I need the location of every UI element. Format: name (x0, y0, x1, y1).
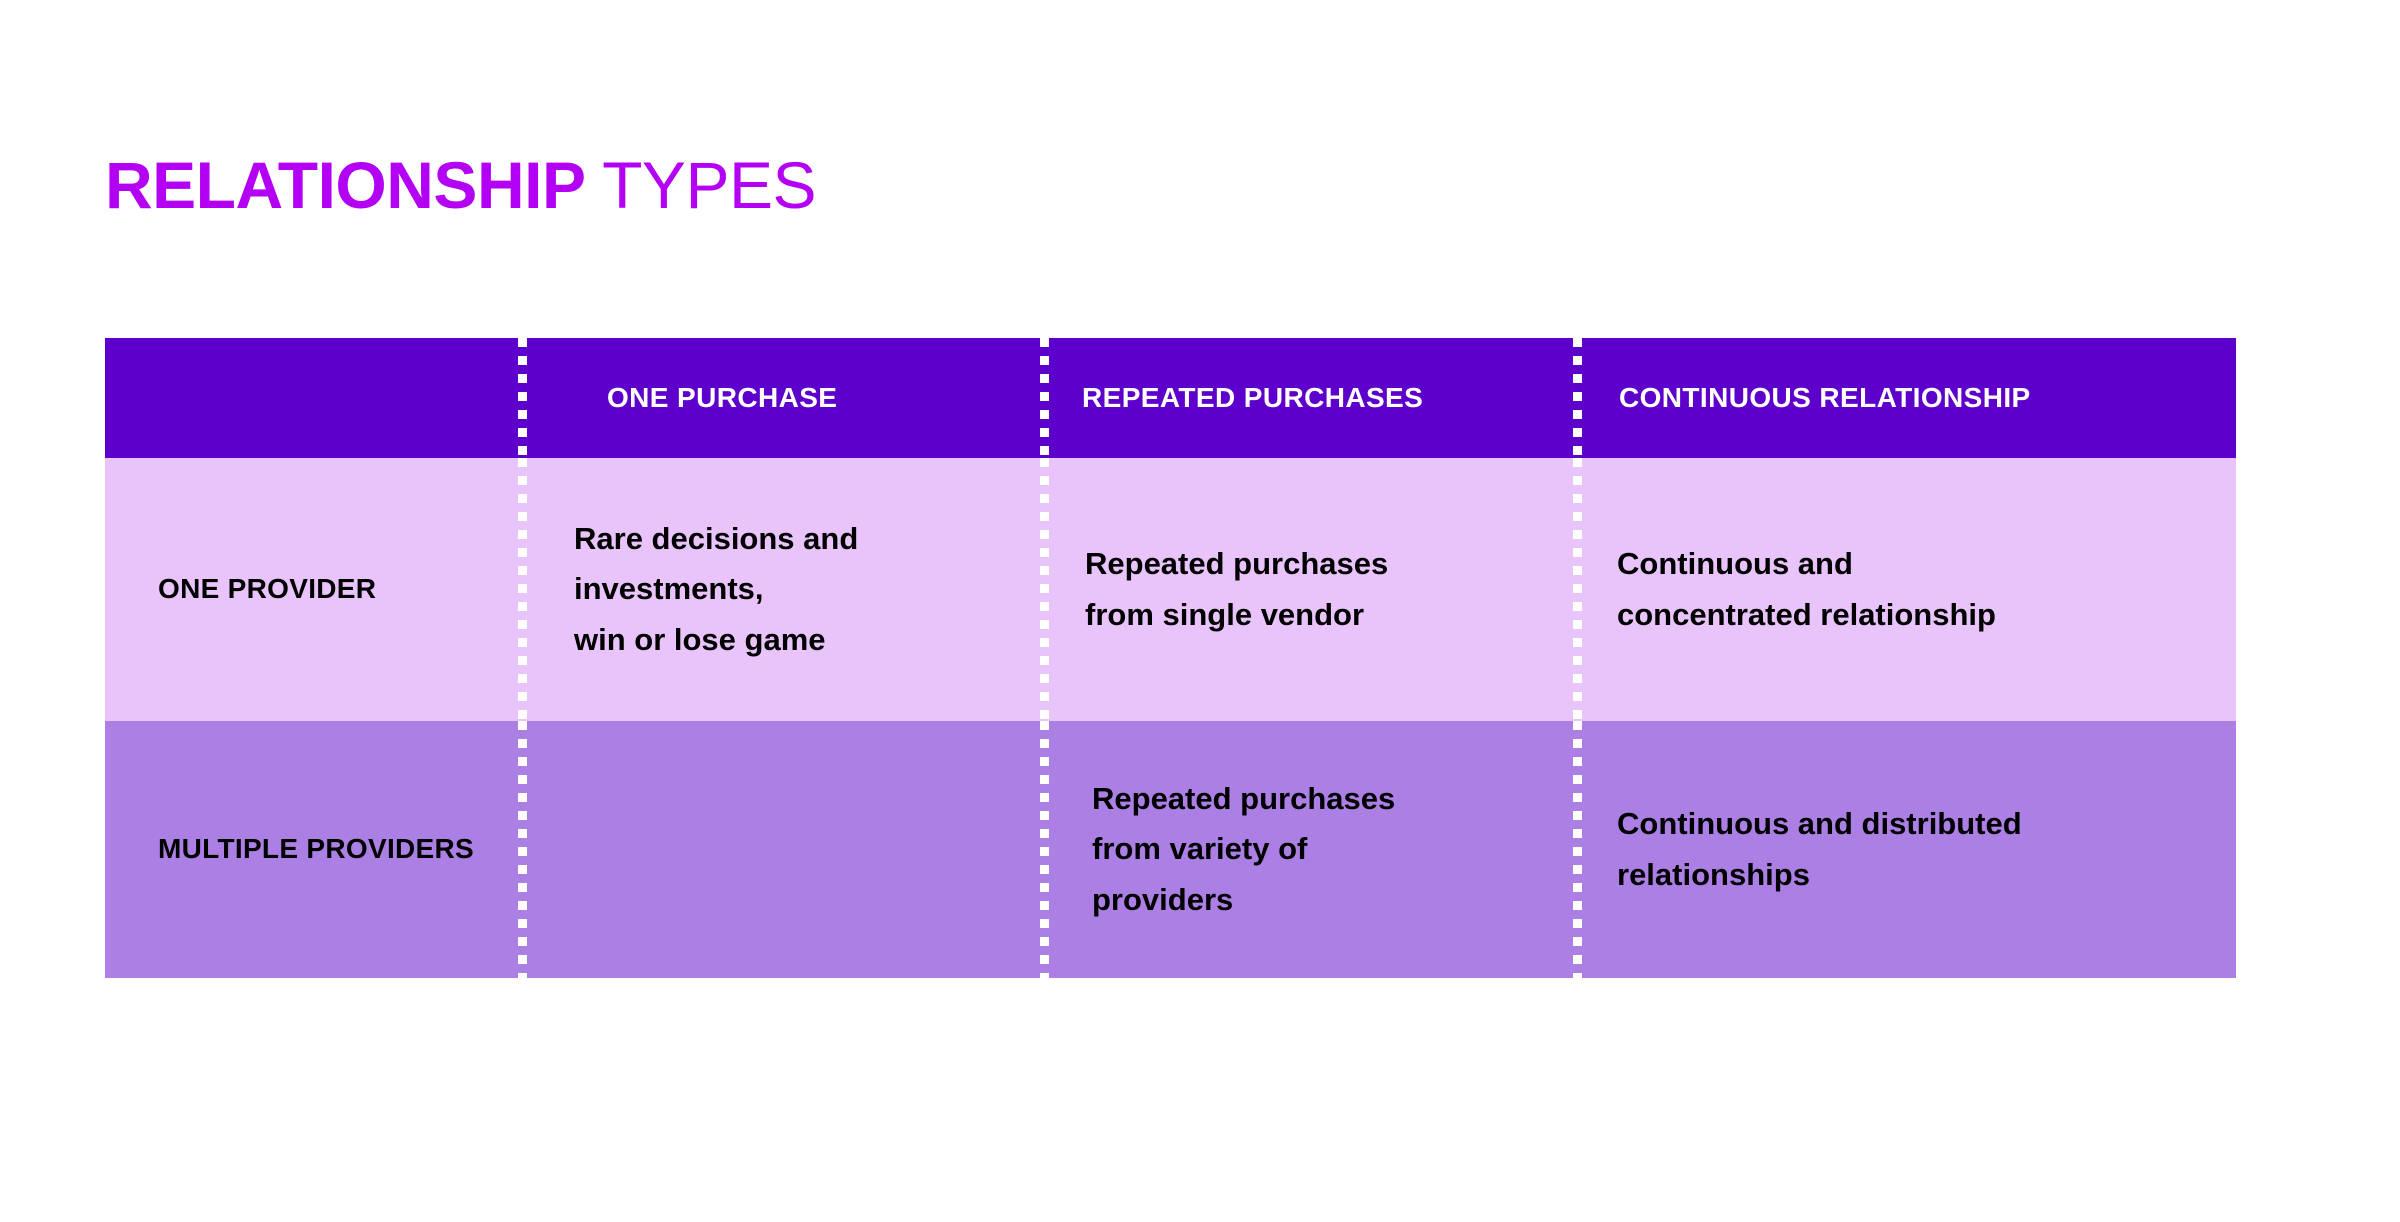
cell-text-line: concentrated relationship (1617, 596, 1996, 632)
cell-text-line: Repeated purchases (1092, 780, 1396, 816)
cell-text: Rare decisions and investments, win or l… (527, 514, 1040, 666)
cell-text-line: from variety of (1092, 831, 1308, 867)
matrix-cell-multiple-providers-one-purchase (518, 721, 1040, 978)
cell-text: Repeated purchases from variety of provi… (1049, 774, 1573, 926)
cell-text-line: Continuous and distributed (1617, 805, 2022, 841)
matrix-column-header-repeated-purchases: REPEATED PURCHASES (1040, 338, 1573, 458)
row-header-label: ONE PROVIDER (158, 573, 377, 605)
column-header-label: REPEATED PURCHASES (1082, 382, 1424, 414)
matrix-cell-one-provider-continuous-relationship: Continuous and concentrated relationship (1573, 458, 2236, 721)
cell-text-line: providers (1092, 881, 1234, 917)
matrix-cell-multiple-providers-continuous-relationship: Continuous and distributed relationships (1573, 721, 2236, 978)
cell-text-line: win or lose game (574, 621, 826, 657)
cell-text-line: relationships (1617, 856, 1810, 892)
cell-text-line: Repeated purchases (1085, 545, 1389, 581)
dashed-divider-icon (1040, 721, 1049, 978)
cell-text-line: investments, (574, 571, 764, 607)
page-title-strong: RELATIONSHIP (105, 148, 586, 222)
cell-text-line: Rare decisions and (574, 520, 859, 556)
dashed-divider-icon (1040, 458, 1049, 721)
page-title: RELATIONSHIP TYPES (105, 152, 817, 218)
dashed-divider-icon (1573, 338, 1582, 458)
matrix-cell-multiple-providers-repeated-purchases: Repeated purchases from variety of provi… (1040, 721, 1573, 978)
matrix-column-header-continuous-relationship: CONTINUOUS RELATIONSHIP (1573, 338, 2236, 458)
cell-text-line: from single vendor (1085, 596, 1365, 632)
dashed-divider-icon (518, 458, 527, 721)
relationship-types-matrix: ONE PURCHASE REPEATED PURCHASES CONTINUO… (105, 338, 2236, 978)
row-header-multiple-providers: MULTIPLE PROVIDERS (105, 721, 518, 978)
dashed-divider-icon (518, 721, 527, 978)
matrix-corner-cell (105, 338, 518, 458)
row-header-label-line: PROVIDERS (306, 833, 475, 865)
matrix-header-row: ONE PURCHASE REPEATED PURCHASES CONTINUO… (105, 338, 2236, 458)
cell-text: Repeated purchases from single vendor (1049, 539, 1573, 640)
dashed-divider-icon (1573, 721, 1582, 978)
cell-text-line: Continuous and (1617, 545, 1853, 581)
cell-text: Continuous and concentrated relationship (1582, 539, 2236, 640)
matrix-cell-one-provider-repeated-purchases: Repeated purchases from single vendor (1040, 458, 1573, 721)
matrix-column-header-one-purchase: ONE PURCHASE (518, 338, 1040, 458)
row-header-label: MULTIPLE PROVIDERS (105, 829, 518, 870)
matrix-row-one-provider: ONE PROVIDER Rare decisions and investme… (105, 458, 2236, 721)
matrix-row-multiple-providers: MULTIPLE PROVIDERS Repeated purchases fr… (105, 721, 2236, 978)
dashed-divider-icon (1040, 338, 1049, 458)
page-title-light: TYPES (585, 148, 817, 222)
row-header-label-line: MULTIPLE (158, 833, 299, 865)
column-header-label: CONTINUOUS RELATIONSHIP (1619, 382, 2031, 414)
dashed-divider-icon (518, 338, 527, 458)
matrix-cell-one-provider-one-purchase: Rare decisions and investments, win or l… (518, 458, 1040, 721)
column-header-label: ONE PURCHASE (607, 382, 838, 414)
dashed-divider-icon (1573, 458, 1582, 721)
row-header-one-provider: ONE PROVIDER (105, 458, 518, 721)
cell-text: Continuous and distributed relationships (1582, 799, 2236, 900)
